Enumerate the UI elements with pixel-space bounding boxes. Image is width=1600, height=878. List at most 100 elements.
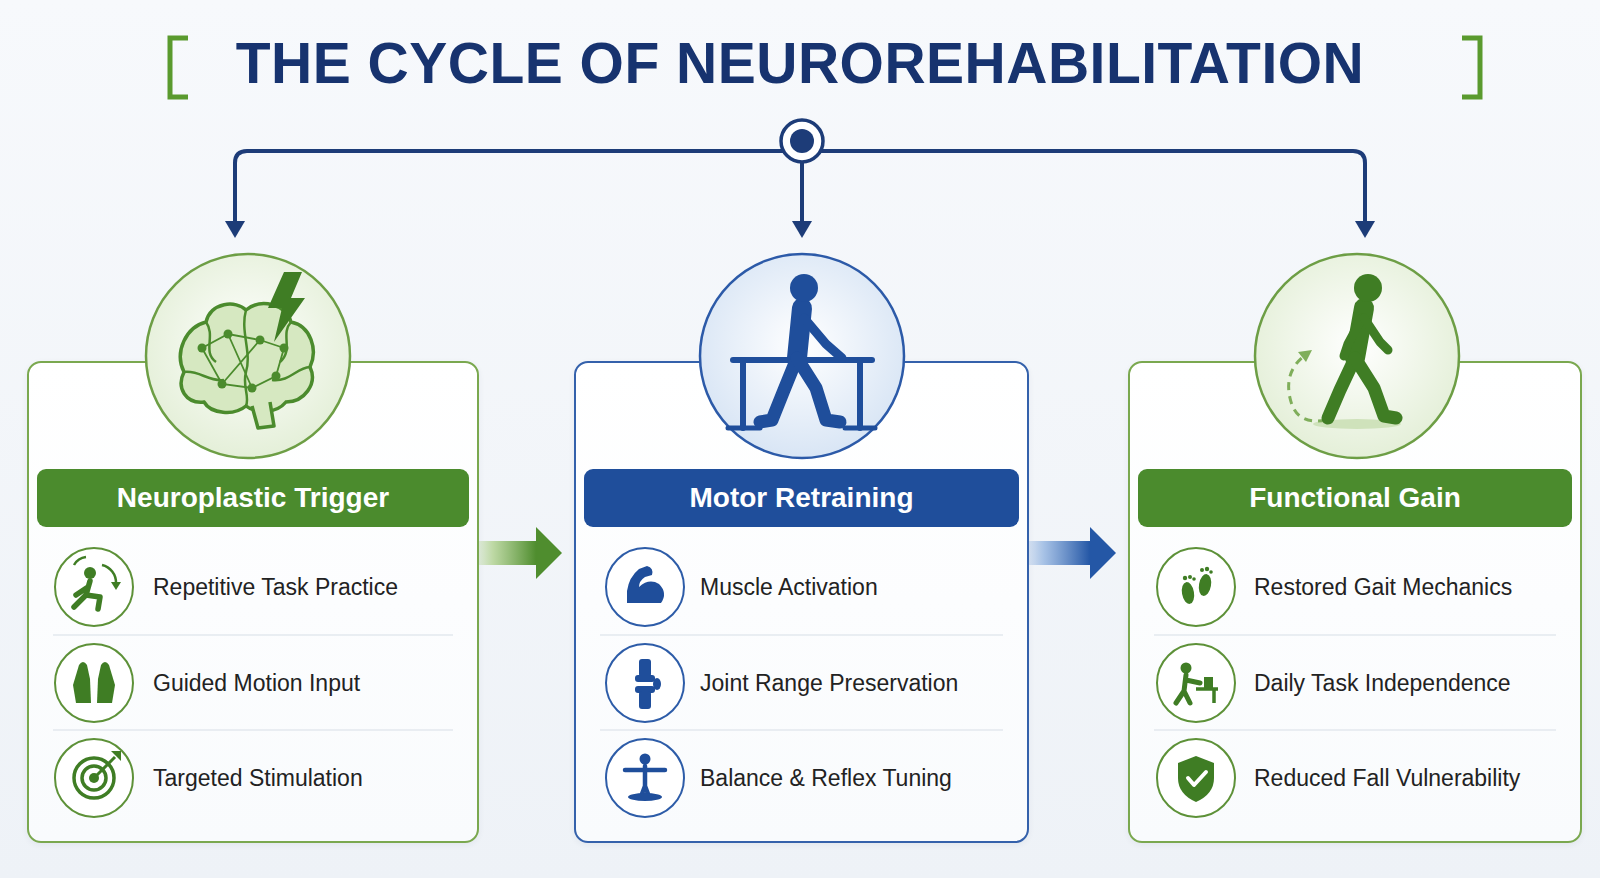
stage-heading: Functional Gain xyxy=(1249,482,1461,514)
daily-task-icon xyxy=(1157,644,1235,722)
walking-emblem xyxy=(1255,254,1459,458)
neural-links xyxy=(202,334,284,388)
parallel-bar xyxy=(733,357,872,363)
bar-base xyxy=(728,426,875,431)
parallel-bars-emblem xyxy=(700,254,904,458)
kneecap-shape xyxy=(653,678,661,690)
figure-leg xyxy=(797,358,840,422)
toe-print xyxy=(1209,570,1213,574)
repeat-arrowhead xyxy=(111,582,121,590)
stage-heading-band: Motor Retraining xyxy=(584,469,1019,527)
branch-arrowhead xyxy=(225,221,245,238)
toe-print xyxy=(1205,567,1209,571)
neural-nodes xyxy=(198,330,289,393)
arrow-fletching xyxy=(111,751,121,761)
flow-arrow xyxy=(479,541,536,565)
item-label: Repetitive Task Practice xyxy=(153,557,467,617)
brain-folds xyxy=(184,310,310,406)
item-label: Restored Gait Mechanics xyxy=(1254,557,1570,617)
figure-torso xyxy=(1355,308,1364,358)
figure-leg xyxy=(1328,358,1355,418)
cup-shape xyxy=(1204,677,1213,688)
item-label: Targeted Stimulation xyxy=(153,748,467,808)
icon-circle xyxy=(1157,739,1235,817)
table-shape xyxy=(1196,689,1218,703)
toe-print xyxy=(1183,576,1187,580)
row-divider xyxy=(600,634,1003,636)
row-divider xyxy=(53,634,453,636)
figure-head xyxy=(1354,274,1382,302)
stage-panel: Repetitive Task PracticeGuided Motion In… xyxy=(27,361,479,843)
branch-line xyxy=(800,160,804,224)
bicep-shape xyxy=(627,566,664,603)
neural-node xyxy=(218,380,227,389)
target-arrow xyxy=(95,757,115,777)
icon-circle xyxy=(55,739,133,817)
right-bracket xyxy=(1462,38,1480,97)
figure-leg xyxy=(1355,358,1396,418)
icon-figure-head xyxy=(640,754,651,765)
repeat-arrow xyxy=(102,565,116,583)
figure-head xyxy=(790,274,818,302)
balance-disc xyxy=(628,793,662,801)
gait-arrowhead xyxy=(1298,350,1312,362)
shield-shape xyxy=(1178,756,1214,802)
brain-stem xyxy=(252,402,274,428)
check-mark xyxy=(1188,772,1206,785)
figure-leg xyxy=(760,358,797,422)
diagram-title: THE CYCLE OF NEUROREHABILITATION xyxy=(200,28,1400,98)
icon-figure-head xyxy=(1181,663,1192,674)
neural-node xyxy=(280,344,289,353)
emblem-circle xyxy=(1255,254,1459,458)
row-dividers xyxy=(53,635,1556,730)
shield-icon xyxy=(1157,739,1235,817)
hub-dot xyxy=(790,129,814,153)
icon-figure-body xyxy=(1176,675,1200,703)
target-ring xyxy=(74,758,114,798)
figure-arm xyxy=(1344,318,1362,356)
item-label: Muscle Activation xyxy=(700,557,1017,617)
item-icons xyxy=(55,548,1235,817)
target-icon xyxy=(55,739,133,817)
guiding-hands-icon xyxy=(55,644,133,722)
brain-emblem xyxy=(146,254,350,458)
brain-outline xyxy=(180,304,313,413)
muscle-icon xyxy=(606,548,684,626)
stage-heading: Neuroplastic Trigger xyxy=(117,482,389,514)
item-label: Guided Motion Input xyxy=(153,653,467,713)
patient-with-bars xyxy=(728,308,875,428)
target-center xyxy=(89,773,99,783)
neural-node xyxy=(256,336,265,345)
flow-arrow xyxy=(1029,541,1090,565)
figure-arm xyxy=(1364,318,1388,350)
row-divider xyxy=(1154,729,1556,731)
icon-circle xyxy=(1157,548,1235,626)
walking-figure xyxy=(1328,308,1396,418)
hub-circle xyxy=(781,120,823,162)
stage-panel: Restored Gait MechanicsDaily Task Indepe… xyxy=(1128,361,1582,843)
toe-print xyxy=(1192,577,1196,581)
balance-icon xyxy=(606,739,684,817)
bone-shape xyxy=(635,686,655,693)
stage-heading-band: Functional Gain xyxy=(1138,469,1572,527)
target-ring xyxy=(82,766,106,790)
icon-circle xyxy=(55,644,133,722)
figure-arm xyxy=(804,318,842,358)
footprint xyxy=(1180,581,1196,605)
branch-arrowhead xyxy=(1355,221,1375,238)
neural-node xyxy=(198,344,207,353)
icon-circle xyxy=(55,548,133,626)
icon-circle xyxy=(1157,644,1235,722)
row-divider xyxy=(1154,634,1556,636)
stage-heading: Motor Retraining xyxy=(690,482,914,514)
neural-node xyxy=(224,330,233,339)
neural-node xyxy=(272,372,281,381)
repeat-arrow xyxy=(74,557,86,565)
icon-figure-head xyxy=(84,567,96,579)
toe-print xyxy=(1188,575,1192,579)
lightning-bolt xyxy=(268,272,305,342)
icon-figure-body xyxy=(625,766,665,794)
hand-shape xyxy=(73,662,91,703)
neural-node xyxy=(248,384,257,393)
branch-arrowhead xyxy=(792,221,812,238)
